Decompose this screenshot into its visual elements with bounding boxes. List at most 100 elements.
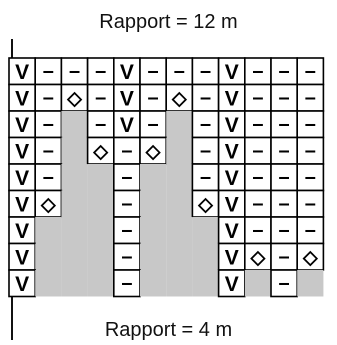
grid-cell: –	[191, 57, 220, 86]
grid-cell: V	[113, 57, 141, 86]
grid-cell: –	[270, 83, 299, 112]
grid-cell: –	[244, 110, 272, 139]
shaded-cell	[244, 270, 271, 297]
shaded-cell	[61, 164, 88, 191]
grid-cell: V	[217, 163, 246, 192]
v-symbol: V	[225, 167, 239, 190]
grid-cell: –	[270, 136, 299, 165]
grid-cell: –	[270, 189, 299, 218]
cell-box	[217, 269, 246, 298]
dash-symbol: –	[279, 113, 290, 135]
grid-cell: –	[296, 83, 325, 112]
grid-cell: V	[8, 163, 37, 192]
dash-symbol: –	[95, 87, 106, 109]
grid-cell: –	[86, 83, 115, 112]
shaded-cell	[35, 243, 62, 270]
dash-symbol: –	[252, 166, 263, 188]
grid-cell: –	[191, 136, 220, 165]
cell-box	[191, 83, 220, 112]
grid-cell: V	[8, 216, 37, 245]
dash-symbol: –	[305, 166, 316, 188]
v-symbol: V	[15, 61, 29, 84]
dash-symbol: –	[121, 140, 132, 162]
dash-symbol: –	[200, 166, 211, 188]
grid-cell: –	[296, 163, 325, 192]
grid-cell: –	[244, 136, 272, 165]
shaded-cell	[61, 111, 88, 138]
v-symbol: V	[225, 87, 239, 110]
grid-cell: –	[296, 57, 325, 86]
shaded-cell	[166, 243, 193, 270]
shaded-cell	[192, 270, 219, 297]
cell-box	[270, 216, 299, 245]
shaded-cell	[35, 217, 62, 244]
cell-box	[191, 163, 220, 192]
grid-cell: –	[139, 110, 168, 139]
shaded-cell	[140, 164, 167, 191]
cell-box	[270, 269, 299, 298]
v-symbol: V	[120, 114, 134, 137]
grid-cell: –	[296, 216, 325, 245]
dash-symbol: –	[121, 246, 132, 268]
cell-box	[113, 110, 141, 139]
v-symbol: V	[15, 193, 29, 216]
grid-cell: V	[8, 83, 37, 112]
grid-cell: V	[217, 57, 246, 86]
dash-symbol: –	[121, 193, 132, 215]
v-symbol: V	[15, 167, 29, 190]
cell-box	[217, 189, 246, 218]
grid-cell: –	[139, 83, 168, 112]
grid-cell: –	[34, 110, 63, 139]
diamond-symbol: ◇	[250, 247, 267, 268]
shaded-cell	[297, 270, 324, 297]
cell-box	[34, 136, 63, 165]
grid-cell: –	[244, 83, 272, 112]
shaded-cell	[61, 270, 88, 297]
grid-cell: –	[113, 242, 141, 271]
dash-symbol: –	[121, 166, 132, 188]
shaded-cell	[166, 164, 193, 191]
grid-cell: –	[113, 163, 141, 192]
grid-cell: –	[270, 57, 299, 86]
cell-box	[113, 163, 141, 192]
diamond-symbol: ◇	[302, 247, 319, 268]
dash-symbol: –	[200, 140, 211, 162]
dash-symbol: –	[43, 113, 54, 135]
pattern-grid: V–––V–––V–––V–◇–V–◇–V–––V––V––V–––V–◇–◇–…	[8, 57, 325, 298]
v-symbol: V	[225, 193, 239, 216]
shaded-cell	[192, 243, 219, 270]
grid-cell: V	[8, 189, 37, 218]
grid-cell: V	[8, 242, 37, 271]
grid-cell: ◇	[139, 136, 168, 165]
diamond-symbol: ◇	[40, 194, 57, 215]
dash-symbol: –	[305, 140, 316, 162]
cell-box	[8, 136, 37, 165]
dash-symbol: –	[252, 60, 263, 82]
grid-cell: –	[34, 83, 63, 112]
dash-symbol: –	[43, 140, 54, 162]
grid-cell: –	[60, 57, 89, 86]
grid-cell: ◇	[244, 242, 272, 271]
grid-cell: V	[217, 216, 246, 245]
cell-box	[270, 57, 299, 86]
grid-cell: –	[270, 242, 299, 271]
diamond-symbol: ◇	[66, 88, 83, 109]
dash-symbol: –	[95, 60, 106, 82]
grid-cell: –	[34, 57, 63, 86]
grid-cell: –	[113, 189, 141, 218]
dash-symbol: –	[252, 87, 263, 109]
cell-box	[8, 83, 37, 112]
cell-box	[296, 163, 325, 192]
grid-cell: ◇	[296, 242, 325, 271]
v-symbol: V	[225, 114, 239, 137]
dash-symbol: –	[279, 87, 290, 109]
shaded-cell	[166, 270, 193, 297]
grid-cell: –	[113, 269, 141, 298]
grid-cell: –	[244, 57, 272, 86]
v-symbol: V	[15, 246, 29, 269]
grid-cell: ◇	[165, 83, 194, 112]
repeat-label-bottom: Rapport = 4 m	[104, 319, 233, 341]
dash-symbol: –	[200, 113, 211, 135]
grid-cell: –	[244, 163, 272, 192]
cell-box	[217, 163, 246, 192]
